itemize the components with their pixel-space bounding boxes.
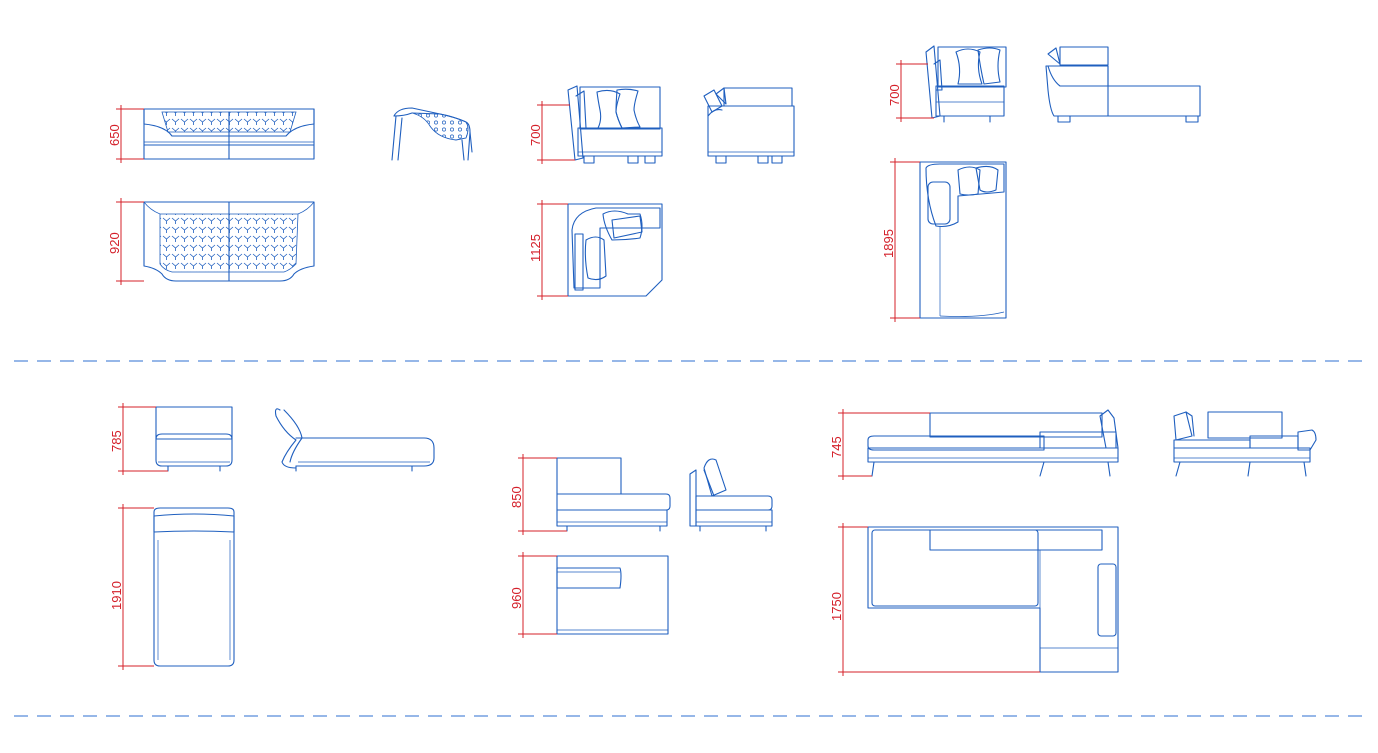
corner-module-front-view	[567, 85, 663, 164]
daybed-side-view	[274, 408, 435, 472]
label-700b: 700	[887, 84, 902, 106]
dimension-sofa-front-height: 650	[107, 105, 144, 163]
label-920: 920	[107, 232, 122, 254]
label-700a: 700	[528, 124, 543, 146]
dimension-corner-front-height: 700	[528, 101, 575, 164]
corner-module-side-view	[703, 87, 795, 164]
chaise-corner-front-view	[925, 45, 1007, 123]
woven-sofa-front-view	[143, 108, 315, 160]
label-960: 960	[509, 587, 524, 609]
label-745: 745	[829, 436, 844, 458]
label-850: 850	[509, 486, 524, 508]
woven-chair-side-view	[391, 107, 473, 161]
dimension-terminal-plan-depth: 960	[509, 552, 557, 638]
chaise-corner-plan-view	[919, 161, 1007, 319]
dimension-chaise-plan-length: 1895	[881, 158, 920, 322]
corner-module-plan-view	[567, 203, 663, 297]
sectional-plan-view	[867, 526, 1119, 673]
chaise-corner-side-view	[1045, 46, 1201, 123]
label-650: 650	[107, 124, 122, 146]
label-1895: 1895	[881, 229, 896, 258]
label-1125: 1125	[528, 234, 543, 262]
dimension-sectional-plan-depth: 1750	[829, 523, 1040, 676]
terminal-module-plan-view	[556, 555, 669, 635]
daybed-plan-view	[153, 507, 235, 667]
terminal-module-side-view	[689, 458, 773, 532]
dimension-sectional-front-height: 745	[829, 409, 930, 480]
sectional-side-view	[1173, 411, 1317, 477]
daybed-front-view	[155, 406, 233, 472]
dimension-terminal-front-height: 850	[509, 454, 567, 535]
dimension-corner-plan-size: 1125	[528, 200, 568, 300]
woven-sofa-plan-view	[143, 201, 315, 282]
sectional-front-view	[867, 409, 1119, 477]
label-785: 785	[109, 430, 124, 452]
dimension-daybed-plan-length: 1910	[109, 504, 154, 670]
dimension-daybed-front-height: 785	[109, 403, 168, 475]
terminal-module-front-view	[556, 457, 671, 532]
dimension-sofa-plan-depth: 920	[107, 198, 144, 285]
dimension-chaise-front-height: 700	[887, 60, 934, 122]
label-1910: 1910	[109, 581, 124, 610]
label-1750: 1750	[829, 592, 844, 621]
